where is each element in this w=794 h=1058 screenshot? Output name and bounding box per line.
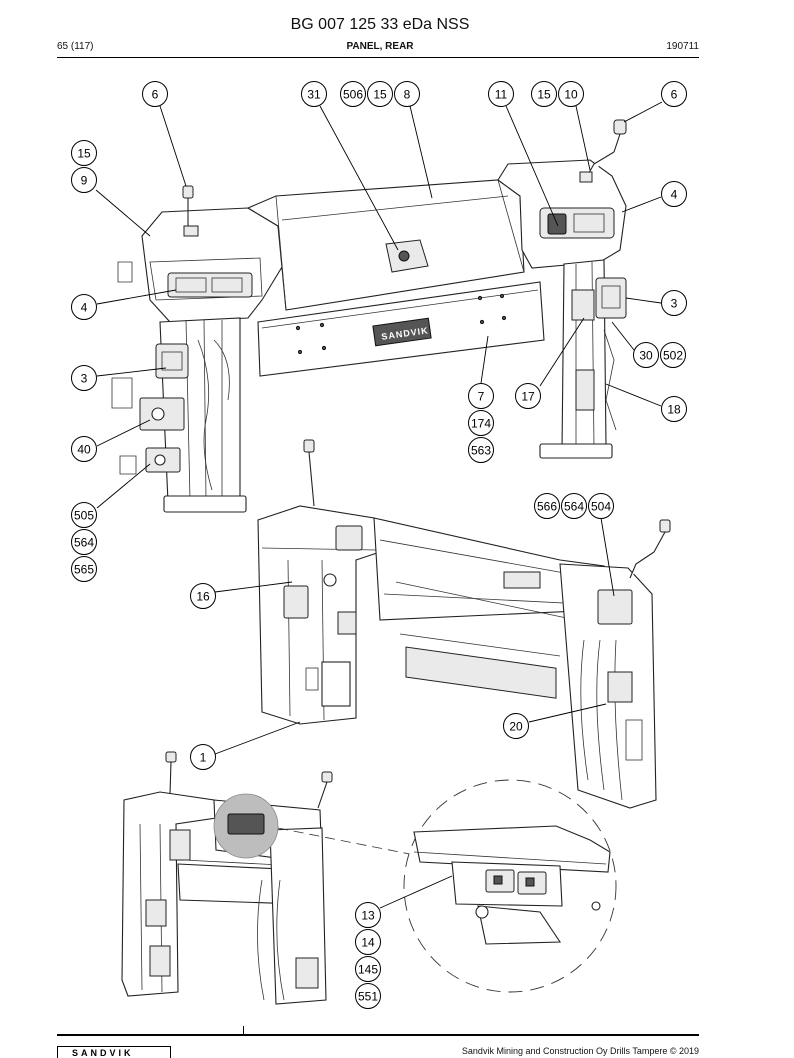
svg-text:564: 564 — [74, 536, 94, 550]
callout-9: 9 — [71, 167, 97, 193]
callout-3: 3 — [71, 365, 97, 391]
callouts: 6 31 506 15 8 11 15 10 6 15 9 4 4 3 3 30… — [71, 81, 687, 1009]
callout-564: 564 — [71, 529, 97, 555]
callout-551: 551 — [355, 983, 381, 1009]
svg-text:4: 4 — [81, 301, 88, 315]
svg-text:3: 3 — [671, 297, 678, 311]
svg-text:551: 551 — [358, 990, 378, 1004]
svg-text:563: 563 — [471, 444, 491, 458]
svg-text:17: 17 — [521, 390, 535, 404]
svg-text:40: 40 — [77, 443, 91, 457]
svg-text:174: 174 — [471, 417, 491, 431]
callout-4: 4 — [661, 181, 687, 207]
svg-text:4: 4 — [671, 188, 678, 202]
svg-text:565: 565 — [74, 563, 94, 577]
svg-text:3: 3 — [81, 372, 88, 386]
callout-502: 502 — [660, 342, 686, 368]
callout-20: 20 — [503, 713, 529, 739]
callout-6: 6 — [142, 81, 168, 107]
callout-563: 563 — [468, 437, 494, 463]
callout-566: 566 — [534, 493, 560, 519]
footer-divider — [57, 1034, 699, 1036]
callout-6: 6 — [661, 81, 687, 107]
svg-text:1: 1 — [200, 751, 207, 765]
svg-text:9: 9 — [81, 174, 88, 188]
svg-text:502: 502 — [663, 349, 683, 363]
callout-16: 16 — [190, 583, 216, 609]
svg-text:564: 564 — [564, 500, 584, 514]
svg-text:14: 14 — [361, 936, 375, 950]
callout-174: 174 — [468, 410, 494, 436]
svg-text:566: 566 — [537, 500, 557, 514]
document-code: 190711 — [666, 41, 699, 52]
callout-40: 40 — [71, 436, 97, 462]
svg-text:10: 10 — [564, 88, 578, 102]
svg-text:30: 30 — [639, 349, 653, 363]
top-assembly-view: SANDVIK — [111, 119, 627, 513]
svg-text:31: 31 — [307, 88, 321, 102]
footer-copyright: Sandvik Mining and Construction Oy Drill… — [461, 1046, 699, 1056]
header-divider — [57, 57, 699, 58]
callout-3: 3 — [661, 290, 687, 316]
svg-text:7: 7 — [478, 390, 485, 404]
brand-logo: SANDVIK — [57, 1046, 171, 1058]
callout-11: 11 — [488, 81, 514, 107]
callout-565: 565 — [71, 556, 97, 582]
svg-text:13: 13 — [361, 909, 375, 923]
svg-text:6: 6 — [152, 88, 159, 102]
page-counter: 65 (117) — [57, 41, 94, 52]
callout-15: 15 — [531, 81, 557, 107]
section-title: PANEL, REAR — [346, 41, 414, 52]
svg-text:8: 8 — [404, 88, 411, 102]
callout-506: 506 — [340, 81, 366, 107]
callout-504: 504 — [588, 493, 614, 519]
callout-4: 4 — [71, 294, 97, 320]
document-title: BG 007 125 33 eDa NSS — [290, 16, 470, 33]
callout-8: 8 — [394, 81, 420, 107]
svg-text:15: 15 — [373, 88, 387, 102]
callout-10: 10 — [558, 81, 584, 107]
svg-text:15: 15 — [77, 147, 91, 161]
leader-lines — [95, 101, 663, 909]
middle-assembly-view — [257, 439, 671, 809]
callout-505: 505 — [71, 502, 97, 528]
svg-text:145: 145 — [358, 963, 378, 977]
callout-17: 17 — [515, 383, 541, 409]
callout-31: 31 — [301, 81, 327, 107]
callout-564: 564 — [561, 493, 587, 519]
callout-14: 14 — [355, 929, 381, 955]
svg-text:6: 6 — [671, 88, 678, 102]
callout-15: 15 — [367, 81, 393, 107]
svg-text:504: 504 — [591, 500, 611, 514]
svg-text:11: 11 — [495, 88, 508, 102]
svg-text:506: 506 — [343, 88, 363, 102]
callout-13: 13 — [355, 902, 381, 928]
callout-145: 145 — [355, 956, 381, 982]
callout-15: 15 — [71, 140, 97, 166]
callout-30: 30 — [633, 342, 659, 368]
svg-text:505: 505 — [74, 509, 94, 523]
callout-7: 7 — [468, 383, 494, 409]
svg-text:18: 18 — [667, 403, 681, 417]
bottom-assembly-view — [121, 751, 617, 1005]
brand-logo-text: SANDVIK — [72, 1048, 134, 1058]
callout-18: 18 — [661, 396, 687, 422]
footer-tick — [243, 1026, 244, 1036]
svg-text:16: 16 — [196, 590, 210, 604]
svg-text:20: 20 — [509, 720, 523, 734]
svg-text:15: 15 — [537, 88, 551, 102]
callout-1: 1 — [190, 744, 216, 770]
